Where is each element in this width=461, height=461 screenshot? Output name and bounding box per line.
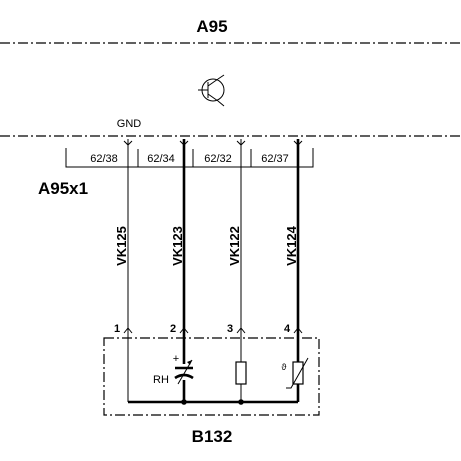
contact-code: 62/37 [261, 153, 289, 165]
contact-code: 62/34 [147, 153, 175, 165]
wire-label: VK125 [114, 226, 129, 266]
rh-label: RH [153, 374, 169, 386]
connector-bracket [65, 148, 314, 168]
pin-terminal-icon [293, 327, 303, 334]
transistor-symbol-icon [198, 74, 225, 107]
capacitor-plus-label: + [173, 353, 179, 365]
sensor-boundary [103, 337, 320, 416]
wire-label: VK122 [227, 226, 242, 266]
wire-label: VK124 [284, 225, 299, 266]
resistor-icon [235, 361, 247, 385]
pin-terminal-icon [236, 327, 246, 334]
contact-code: 62/38 [90, 153, 118, 165]
pin-number: 4 [284, 323, 291, 335]
sensor-name: B132 [192, 427, 233, 446]
pin-number: 1 [114, 323, 120, 335]
thermistor-icon: ϑ [282, 357, 309, 389]
contact-code: 62/32 [204, 153, 232, 165]
capacitor-icon [174, 359, 194, 385]
wire-label: VK123 [170, 226, 185, 266]
junction-dot [238, 399, 244, 405]
pin-terminal-icon [123, 327, 133, 334]
pin-terminal-icon [179, 327, 189, 334]
pin-number: 3 [227, 323, 233, 335]
gnd-label: GND [117, 118, 142, 130]
connector-name: A95x1 [38, 179, 88, 198]
junction-dot [181, 399, 187, 405]
pin-number: 2 [170, 323, 176, 335]
module-title: A95 [196, 17, 227, 36]
svg-text:ϑ: ϑ [282, 362, 287, 372]
